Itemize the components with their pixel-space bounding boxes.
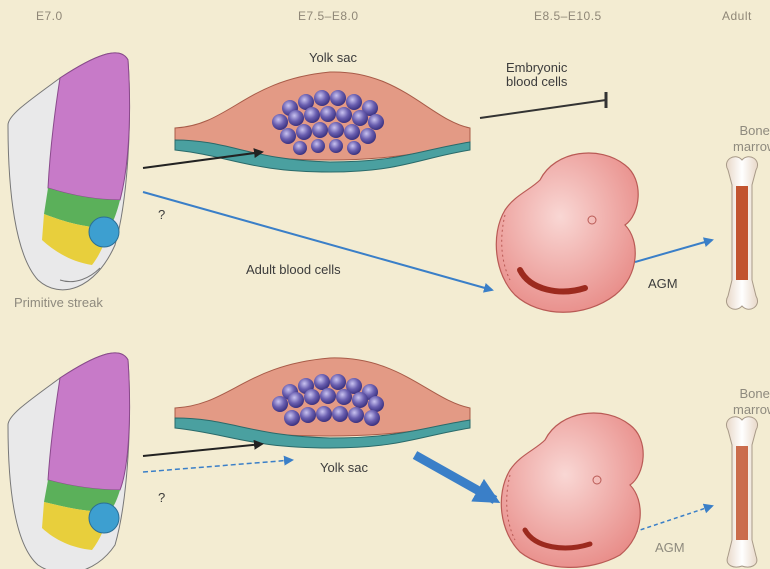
arrow-to-yolk-sac-bottom <box>143 444 262 456</box>
bone-marrow-label-bottom: Bone marrow <box>733 386 770 418</box>
bone-marrow-label-top: Bone marrow <box>733 123 770 155</box>
bone-illustration-bottom <box>726 417 757 567</box>
embryo-illustration-bottom <box>501 413 643 567</box>
agm-label-bottom: AGM <box>655 540 685 555</box>
primitive-streak-label: Primitive streak <box>14 295 103 310</box>
arrow-agm-to-bone-marrow-top <box>635 240 712 262</box>
agm-label-top: AGM <box>648 276 678 291</box>
primitive-streak-embryo-bottom <box>8 353 130 569</box>
stage-label-adult: Adult <box>722 9 752 23</box>
embryonic-blood-line1: Embryonic <box>506 61 567 75</box>
bone-marrow-line1-bottom: Bone <box>733 386 770 402</box>
question-mark-top: ? <box>158 207 165 222</box>
primitive-streak-embryo-top <box>8 53 130 290</box>
bone-marrow-line1-top: Bone <box>733 123 770 139</box>
stage-label-e7-5: E7.5–E8.0 <box>298 9 359 23</box>
embryonic-blood-cells-label: Embryonic blood cells <box>506 61 567 89</box>
embryo-illustration-top <box>496 153 638 312</box>
yolk-sac-label-bottom: Yolk sac <box>320 460 368 475</box>
stage-label-e8-5: E8.5–E10.5 <box>534 9 602 23</box>
arrow-dashed-to-yolk-sac <box>143 460 292 472</box>
yolk-sac-illustration-bottom <box>175 358 470 448</box>
bone-marrow-line2-bottom: marrow <box>733 402 770 418</box>
embryonic-blood-line <box>480 100 606 118</box>
stage-label-e7: E7.0 <box>36 9 63 23</box>
question-mark-bottom: ? <box>158 490 165 505</box>
bone-marrow-line2-top: marrow <box>733 139 770 155</box>
arrow-agm-to-bone-marrow-bottom <box>634 506 712 532</box>
embryonic-blood-line2: blood cells <box>506 75 567 89</box>
yolk-sac-label-top: Yolk sac <box>309 50 357 65</box>
adult-blood-cells-label: Adult blood cells <box>246 262 341 277</box>
thick-arrow-yolk-sac-to-embryo <box>415 455 495 500</box>
bone-illustration-top <box>726 157 757 310</box>
